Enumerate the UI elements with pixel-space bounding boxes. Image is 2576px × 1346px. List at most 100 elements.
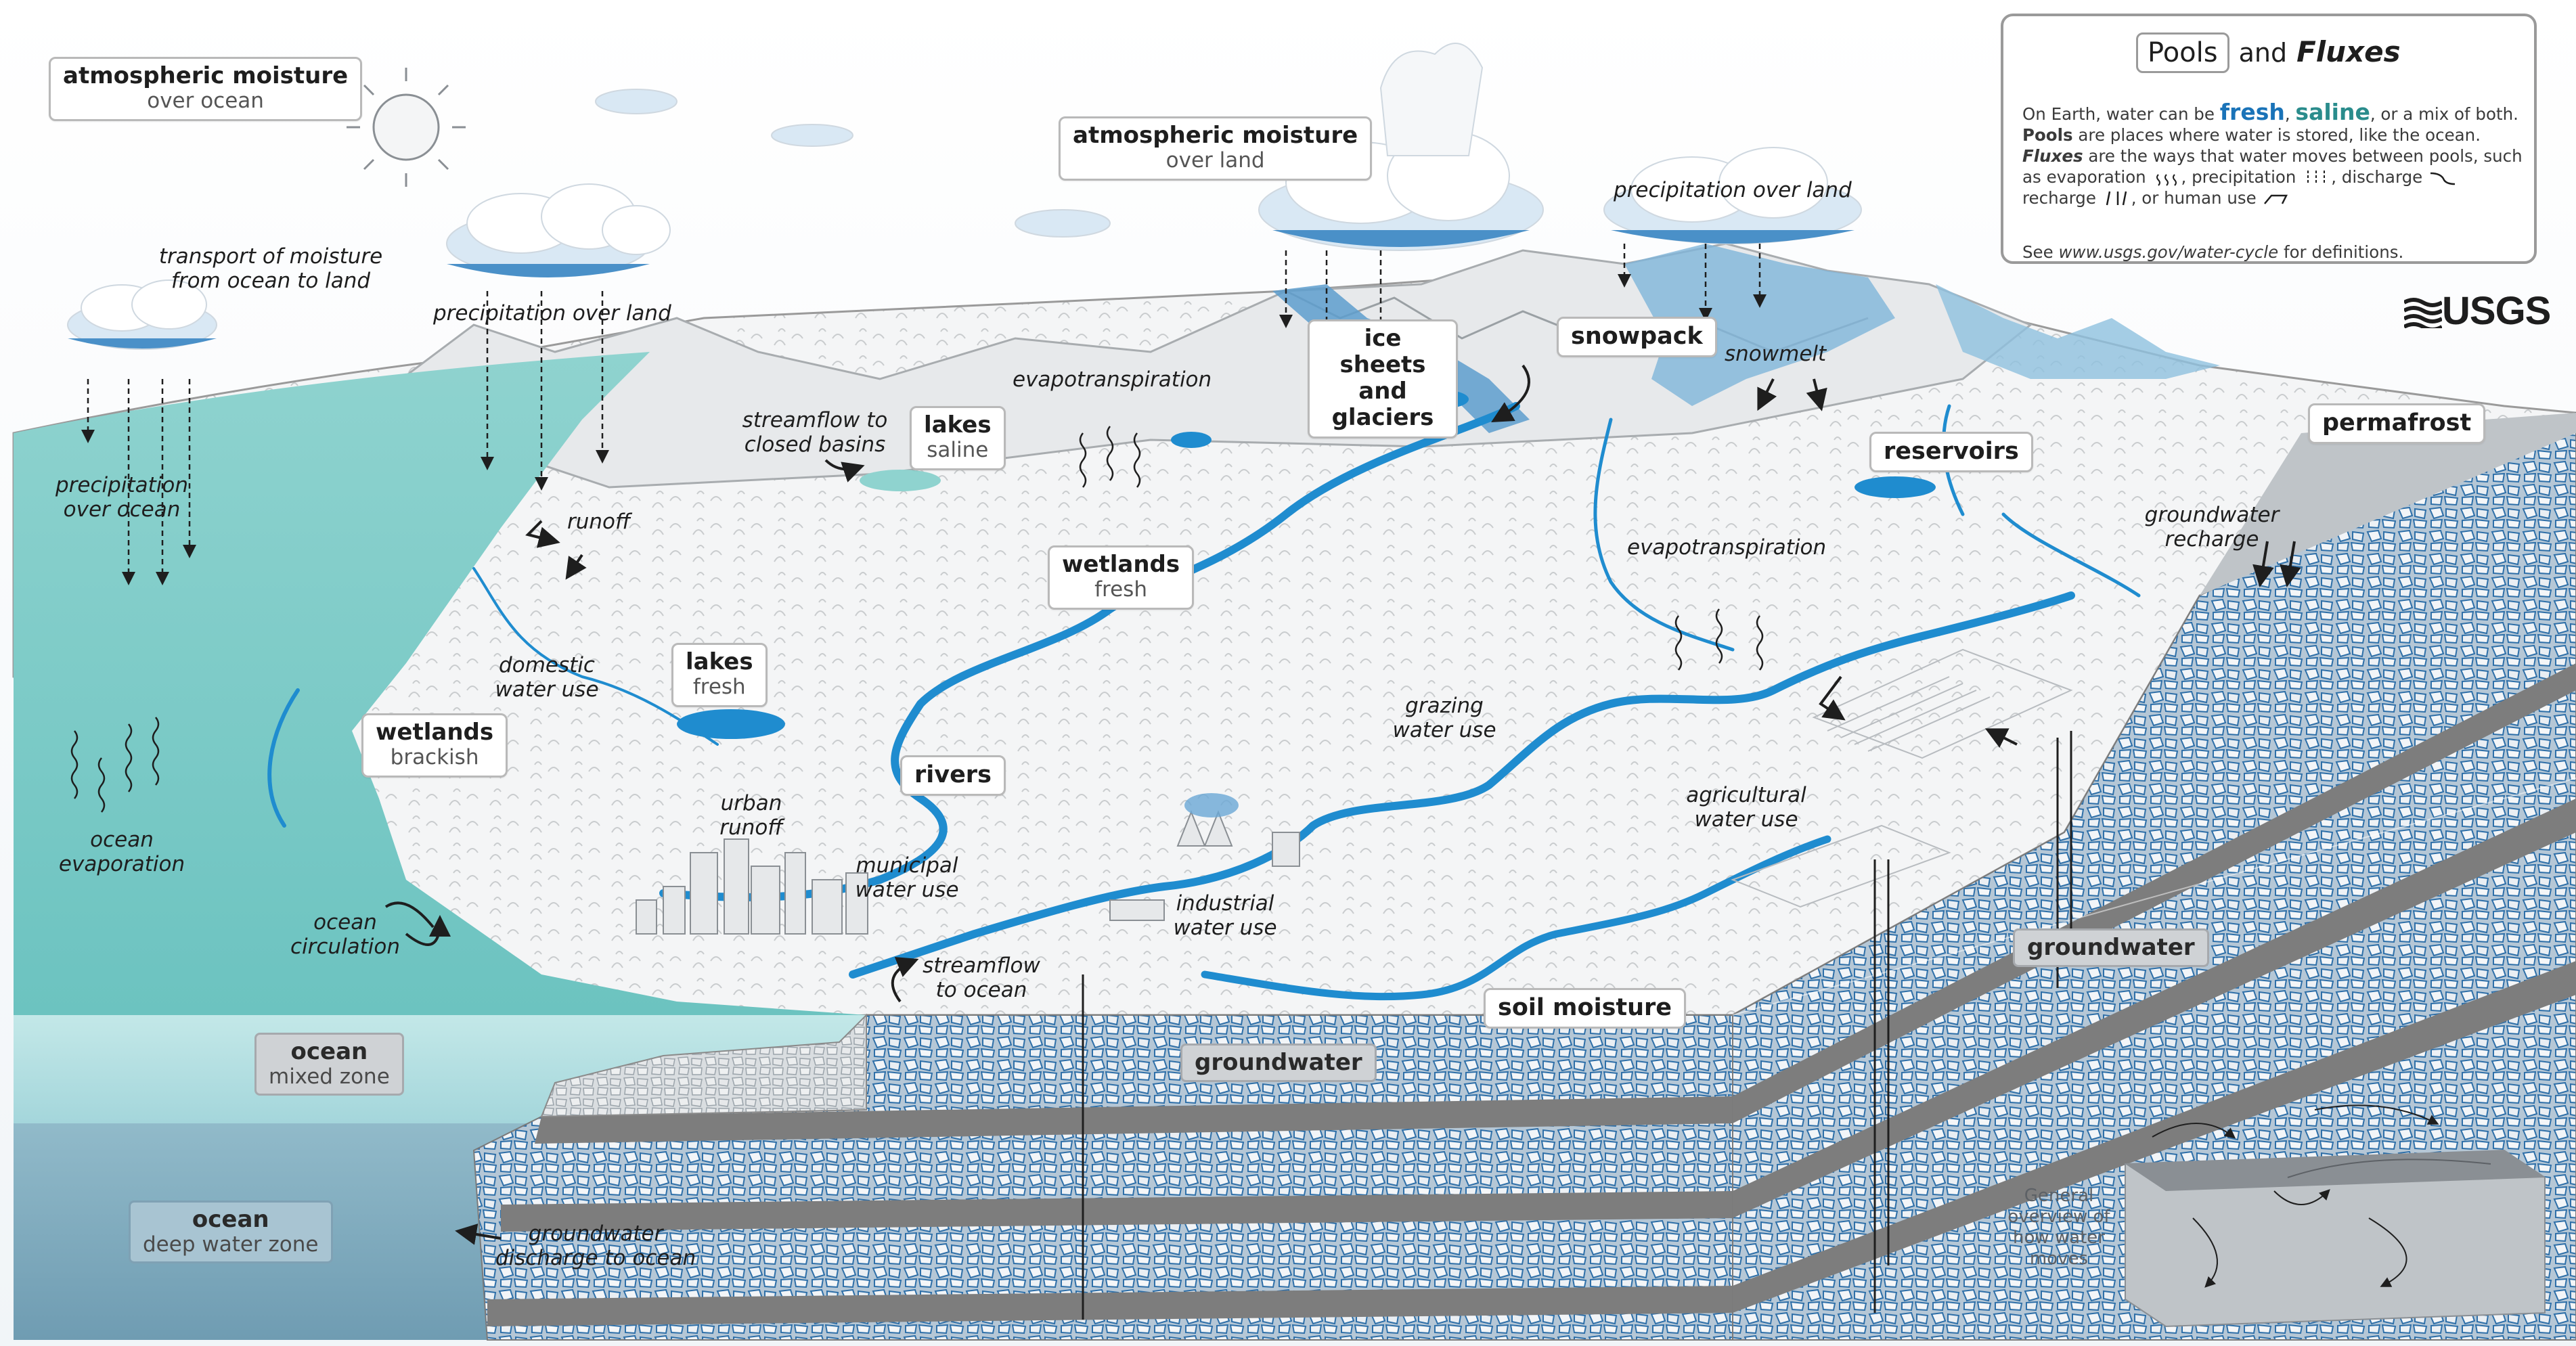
label-ocean-deep-zone: ocean deep water zone	[129, 1201, 333, 1263]
label-municipal-water-use: municipal water use	[855, 853, 959, 902]
label-title: snowpack	[1571, 323, 1703, 350]
cloud-small	[595, 89, 1111, 238]
saline-lake	[860, 470, 941, 491]
recharge-icon	[2106, 191, 2127, 206]
legend-pools-bold: Pools	[2022, 125, 2073, 145]
legend-heading: Pools and Fluxes	[2136, 32, 2401, 73]
label-transport-moisture: transport of moisture from ocean to land	[158, 244, 383, 293]
label-sub: saline	[927, 438, 989, 463]
label-title: lakes	[686, 648, 753, 675]
label-evapotranspiration-2: evapotranspiration	[1627, 535, 1827, 560]
flow-arrows	[384, 364, 2301, 1245]
label-sub: over ocean	[147, 89, 264, 114]
label-title: groundwater	[1195, 1049, 1362, 1076]
label-agricultural-water-use: agricultural water use	[1686, 783, 1806, 832]
legend-text: recharge	[2022, 188, 2096, 208]
label-precipitation-land-2: precipitation over land	[1614, 178, 1852, 202]
label-streamflow-to-ocean: streamflow to ocean	[923, 954, 1040, 1002]
ocean-deep-zone	[14, 1110, 866, 1340]
label-atmospheric-moisture-ocean: atmospheric moisture over ocean	[49, 57, 363, 121]
label-urban-runoff: urban runoff	[719, 791, 783, 840]
label-streamflow-closed-basins: streamflow to closed basins	[742, 408, 888, 457]
legend-and: and	[2238, 38, 2288, 68]
label-sub: brackish	[390, 745, 479, 770]
legend-text: , or a mix of both.	[2370, 104, 2518, 124]
label-title: rivers	[914, 761, 992, 788]
label-lakes-saline: lakes saline	[910, 406, 1006, 470]
legend-text: , discharge	[2331, 167, 2423, 187]
legend-saline: saline	[2295, 99, 2370, 125]
label-domestic-water-use: domestic water use	[495, 653, 599, 702]
label-evapotranspiration-1: evapotranspiration	[1013, 367, 1212, 392]
reservoir	[1855, 476, 1936, 498]
label-ocean-evaporation: ocean evaporation	[58, 828, 185, 876]
label-sub: over land	[1165, 148, 1265, 173]
label-atmospheric-moisture-land: atmospheric moisture over land	[1059, 116, 1373, 181]
fresh-lake	[677, 709, 785, 739]
label-sub: mixed zone	[269, 1064, 390, 1090]
legend-pools-title: Pools	[2136, 32, 2229, 73]
label-title: groundwater	[2027, 934, 2195, 961]
evaporation-icon	[2156, 174, 2177, 186]
label-snowmelt: snowmelt	[1725, 342, 1827, 366]
legend-fluxes-title: Fluxes	[2296, 35, 2401, 68]
legend-text: ,	[2284, 104, 2296, 124]
label-lakes-fresh: lakes fresh	[671, 643, 768, 707]
discharge-icon	[2430, 172, 2456, 185]
city	[636, 838, 868, 935]
label-title: ocean	[290, 1038, 368, 1065]
label-title: wetlands	[376, 719, 494, 746]
label-grazing-water-use: grazing water use	[1392, 694, 1496, 742]
label-title: ocean	[192, 1206, 269, 1233]
usgs-wave-icon	[2403, 298, 2443, 332]
label-groundwater-discharge-ocean: groundwater discharge to ocean	[495, 1221, 696, 1270]
label-industrial-water-use: industrial water use	[1173, 891, 1277, 940]
label-sub: fresh	[1094, 577, 1147, 602]
label-title: atmospheric moisture	[1073, 122, 1358, 149]
industrial-plant	[1109, 810, 1300, 921]
legend-text: See	[2022, 242, 2059, 262]
cloud-mountains	[1603, 147, 1862, 244]
label-sub: fresh	[692, 675, 746, 700]
label-wetlands-fresh: wetlands fresh	[1048, 545, 1195, 610]
label-title: ice sheets and glaciers	[1331, 325, 1434, 432]
fields	[1731, 648, 2073, 908]
cloud-coast	[446, 183, 671, 277]
legend-text: , precipitation	[2181, 167, 2296, 187]
label-precipitation-ocean: precipitation over ocean	[55, 473, 188, 522]
label-wetlands-brackish: wetlands brackish	[361, 713, 508, 778]
rivers	[267, 402, 2141, 1001]
label-title: atmospheric moisture	[63, 62, 349, 89]
legend-text: are the ways that water moves between po…	[2022, 146, 2523, 187]
label-precipitation-land-1: precipitation over land	[433, 301, 671, 326]
precipitation-icon	[2307, 171, 2326, 184]
label-ocean-circulation: ocean circulation	[290, 910, 401, 959]
legend-fresh: fresh	[2219, 99, 2285, 125]
label-ocean-mixed-zone: ocean mixed zone	[254, 1033, 404, 1096]
legend-url[interactable]: www.usgs.gov/water-cycle	[2058, 242, 2279, 262]
label-title: reservoirs	[1884, 438, 2019, 465]
ocean-surface	[14, 352, 866, 1015]
label-permafrost: permafrost	[2308, 403, 2486, 445]
evaporation-arrows	[70, 426, 1764, 813]
label-groundwater-front: groundwater	[1180, 1044, 1377, 1083]
label-ice-sheets-glaciers: ice sheets and glaciers	[1308, 319, 1458, 439]
sun	[347, 68, 466, 187]
label-sub: deep water zone	[143, 1232, 319, 1257]
label-groundwater-recharge: groundwater recharge	[2144, 503, 2280, 552]
clouds	[67, 43, 1862, 350]
label-title: wetlands	[1062, 551, 1180, 578]
legend-description: On Earth, water can be fresh, saline, or…	[2022, 99, 2523, 208]
snowfield	[1624, 244, 1895, 406]
legend-see-line: See www.usgs.gov/water-cycle for definit…	[2022, 242, 2403, 262]
usgs-logo: USGS	[2403, 288, 2551, 334]
label-title: soil moisture	[1498, 994, 1672, 1021]
legend-text: are places where water is stored, like t…	[2072, 125, 2481, 145]
legend-text: for definitions.	[2278, 242, 2404, 262]
legend-text: On Earth, water can be	[2022, 104, 2220, 124]
usgs-logo-text: USGS	[2442, 289, 2551, 333]
human-use-icon	[2263, 194, 2288, 204]
legend-fluxes-bold: Fluxes	[2022, 146, 2083, 166]
overview-caption: General overview of how water moves	[2007, 1186, 2110, 1269]
